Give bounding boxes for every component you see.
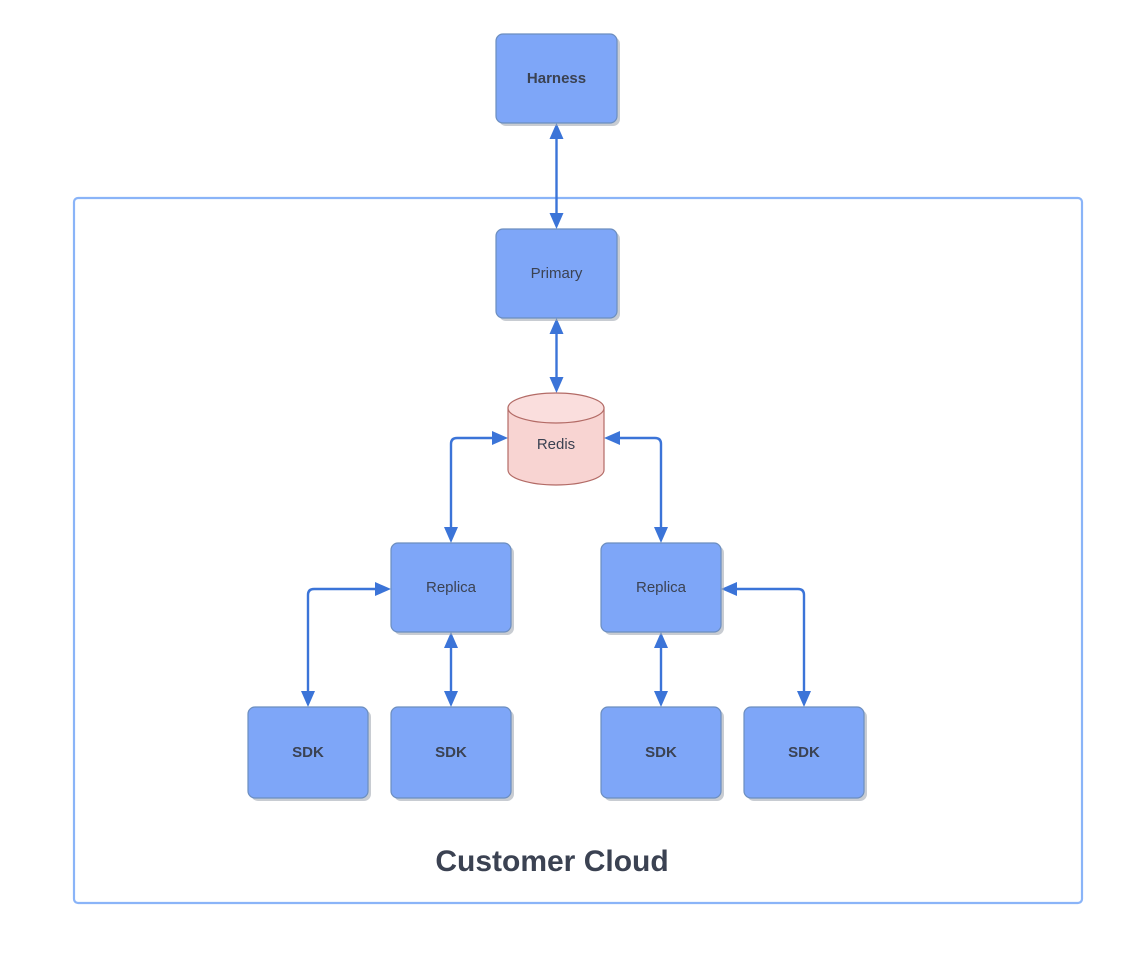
node-replica-left-label: Replica — [426, 579, 477, 596]
group-customer-cloud-label: Customer Cloud — [435, 845, 668, 878]
node-sdk-2-box — [390, 706, 512, 799]
node-primary-label: Primary — [531, 265, 583, 282]
node-sdk-3-box — [600, 706, 722, 799]
node-harness[interactable]: Harness — [495, 33, 620, 126]
edge-replica-right-sdk-3-arrowhead-down — [654, 691, 668, 707]
node-sdk-4[interactable]: SDK — [743, 706, 867, 801]
edge-redis-replica-left[interactable] — [444, 431, 508, 543]
edge-redis-replica-right[interactable] — [604, 431, 668, 543]
node-replica-right-box — [600, 542, 722, 633]
edge-primary-harness-arrowhead-up — [549, 123, 564, 139]
node-sdk-2[interactable]: SDK — [390, 706, 514, 801]
node-sdk-2-label: SDK — [435, 744, 467, 761]
edge-replica-left-sdk-1-arrowhead-to-replica — [375, 582, 391, 596]
edge-replica-right-sdk-3-arrowhead-up — [654, 632, 668, 648]
node-redis-top — [507, 392, 605, 424]
edge-replica-right-sdk-4-arrowhead-to-replica — [721, 582, 737, 596]
group-customer-cloud[interactable]: Customer Cloud — [72, 196, 1084, 905]
edge-redis-replica-left-arrowhead-to-replica — [444, 527, 458, 543]
edge-replica-right-sdk-4[interactable] — [721, 582, 811, 707]
edge-replica-right-sdk-3[interactable] — [654, 632, 668, 707]
node-primary[interactable]: Primary — [495, 228, 620, 321]
node-sdk-1-box — [247, 706, 369, 799]
edge-layer — [301, 123, 811, 707]
node-sdk-4-box — [743, 706, 865, 799]
edge-replica-left-sdk-2-arrowhead-down — [444, 691, 458, 707]
edge-primary-harness-arrowhead-down — [549, 213, 564, 229]
node-harness-box — [495, 33, 618, 124]
node-replica-left[interactable]: Replica — [390, 542, 514, 635]
node-harness-label: Harness — [527, 70, 586, 87]
edge-redis-replica-left-arrowhead-to-redis — [492, 431, 508, 445]
edge-redis-primary-arrowhead-up — [549, 318, 564, 334]
edge-replica-left-sdk-2[interactable] — [444, 632, 458, 707]
edge-replica-right-sdk-4-line — [732, 587, 806, 696]
edge-redis-replica-right-line — [615, 436, 663, 532]
node-sdk-1-label: SDK — [292, 744, 324, 761]
edge-redis-primary[interactable] — [549, 318, 564, 393]
node-primary-box — [495, 228, 618, 319]
edge-redis-replica-right-arrowhead-to-replica — [654, 527, 668, 543]
node-sdk-3[interactable]: SDK — [600, 706, 724, 801]
node-sdk-1[interactable]: SDK — [247, 706, 371, 801]
node-sdk-3-label: SDK — [645, 744, 677, 761]
edge-replica-left-sdk-2-arrowhead-up — [444, 632, 458, 648]
node-redis[interactable]: Redis — [507, 392, 605, 486]
edge-redis-replica-left-line — [449, 436, 497, 532]
edge-primary-harness[interactable] — [549, 123, 564, 229]
edge-redis-primary-arrowhead-down — [549, 377, 564, 393]
edge-replica-right-sdk-4-arrowhead-to-sdk — [797, 691, 811, 707]
edge-redis-replica-right-arrowhead-to-redis — [604, 431, 620, 445]
node-replica-left-box — [390, 542, 512, 633]
node-sdk-4-label: SDK — [788, 744, 820, 761]
node-replica-right[interactable]: Replica — [600, 542, 724, 635]
node-redis-label: Redis — [537, 436, 575, 453]
node-replica-right-label: Replica — [636, 579, 687, 596]
edge-replica-left-sdk-1-arrowhead-to-sdk — [301, 691, 315, 707]
node-redis-body — [507, 407, 605, 486]
edge-replica-left-sdk-1[interactable] — [301, 582, 391, 707]
group-customer-cloud-border — [72, 196, 1084, 905]
edge-replica-left-sdk-1-line — [306, 587, 380, 696]
